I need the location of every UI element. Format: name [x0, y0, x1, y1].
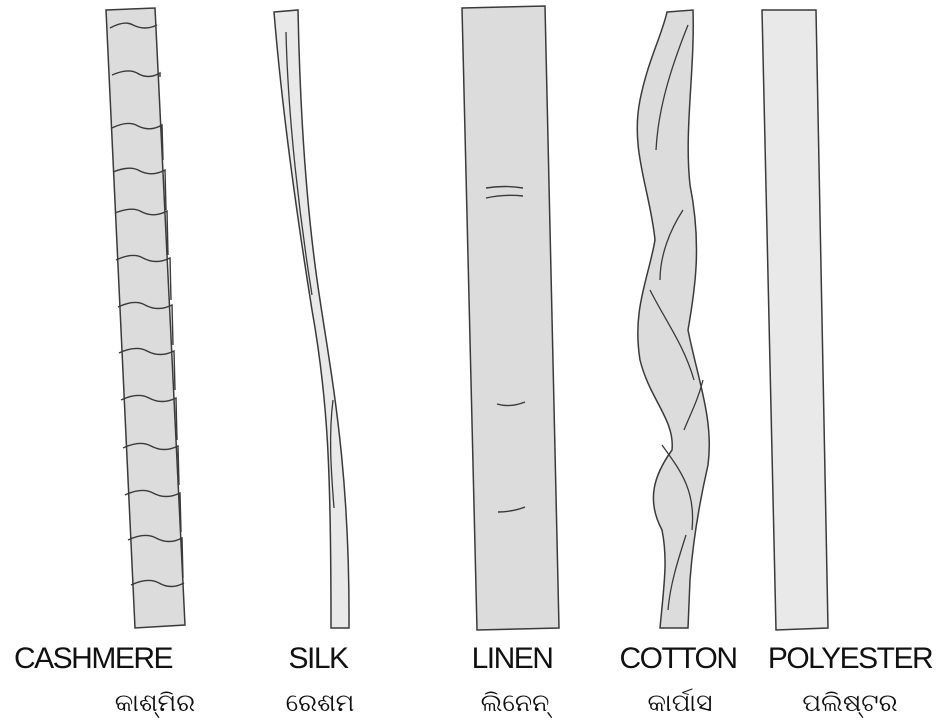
linen-label-en: LINEN — [452, 642, 572, 676]
cotton-label-en: COTTON — [598, 642, 758, 676]
silk-label-or: ରେଶମ — [255, 688, 385, 718]
silk-fiber-body — [274, 10, 349, 628]
polyester-fiber — [762, 10, 828, 630]
fiber-diagram — [0, 0, 941, 640]
cotton-fiber — [637, 10, 709, 628]
cotton-label-or: କାର୍ପାସ — [615, 688, 745, 718]
linen-fiber — [462, 6, 559, 630]
cashmere-label-en: CASHMERE — [4, 642, 182, 676]
cotton-fiber-body — [637, 10, 709, 628]
cashmere-fiber — [106, 8, 185, 628]
polyester-label-or: ପଲିଷ୍ଟର — [780, 688, 920, 718]
linen-fiber-body — [462, 6, 559, 630]
silk-label-en: SILK — [258, 642, 378, 676]
silk-fiber — [274, 10, 349, 628]
cashmere-label-or: କାଶ୍ମିର — [90, 688, 220, 718]
polyester-label-en: POLYESTER — [760, 642, 940, 676]
linen-label-or: ଲିନେନ୍ — [450, 688, 580, 718]
polyester-fiber-body — [762, 10, 828, 630]
